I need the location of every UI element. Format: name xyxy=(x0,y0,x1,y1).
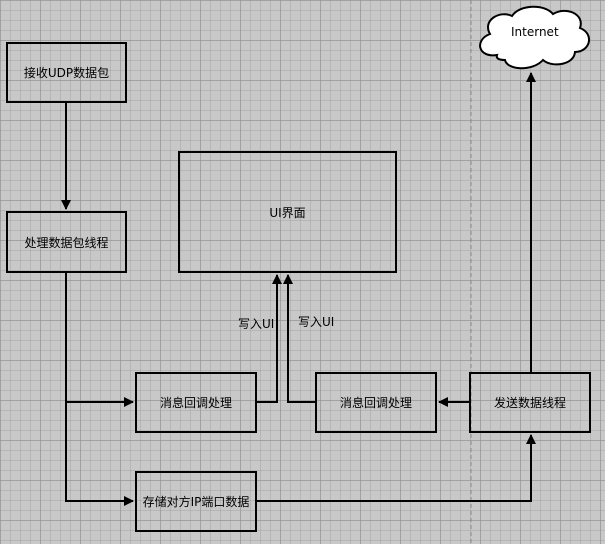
edge-label-write-ui-right: 写入UI xyxy=(298,315,335,329)
edge-callback-right-to-ui xyxy=(283,274,316,403)
node-send-thread-label: 发送数据线程 xyxy=(493,396,566,410)
edge-process-to-callback-left xyxy=(65,272,134,407)
edge-process-to-store-ip xyxy=(65,402,134,506)
edge-callback-left-to-ui xyxy=(257,274,282,403)
node-callback-right-label: 消息回调处理 xyxy=(339,396,412,410)
node-store-ip: 存储对方IP端口数据 xyxy=(135,471,257,532)
node-recv-udp-label: 接收UDP数据包 xyxy=(23,66,110,80)
edge-label-write-ui-left: 写入UI xyxy=(238,317,275,331)
internet-cloud-shape xyxy=(479,5,590,70)
node-callback-left: 消息回调处理 xyxy=(135,372,257,433)
node-store-ip-label: 存储对方IP端口数据 xyxy=(142,495,250,509)
node-ui-label: UI界面 xyxy=(269,205,306,220)
node-process-thread: 处理数据包线程 xyxy=(6,211,127,273)
node-callback-left-label: 消息回调处理 xyxy=(159,396,232,410)
node-ui: UI界面 xyxy=(178,151,397,273)
node-process-thread-label: 处理数据包线程 xyxy=(24,235,109,250)
node-send-thread: 发送数据线程 xyxy=(469,372,591,433)
node-callback-right: 消息回调处理 xyxy=(315,372,437,433)
internet-label: Internet xyxy=(511,25,559,39)
edge-store-ip-to-send xyxy=(257,434,536,502)
node-recv-udp: 接收UDP数据包 xyxy=(6,42,127,103)
